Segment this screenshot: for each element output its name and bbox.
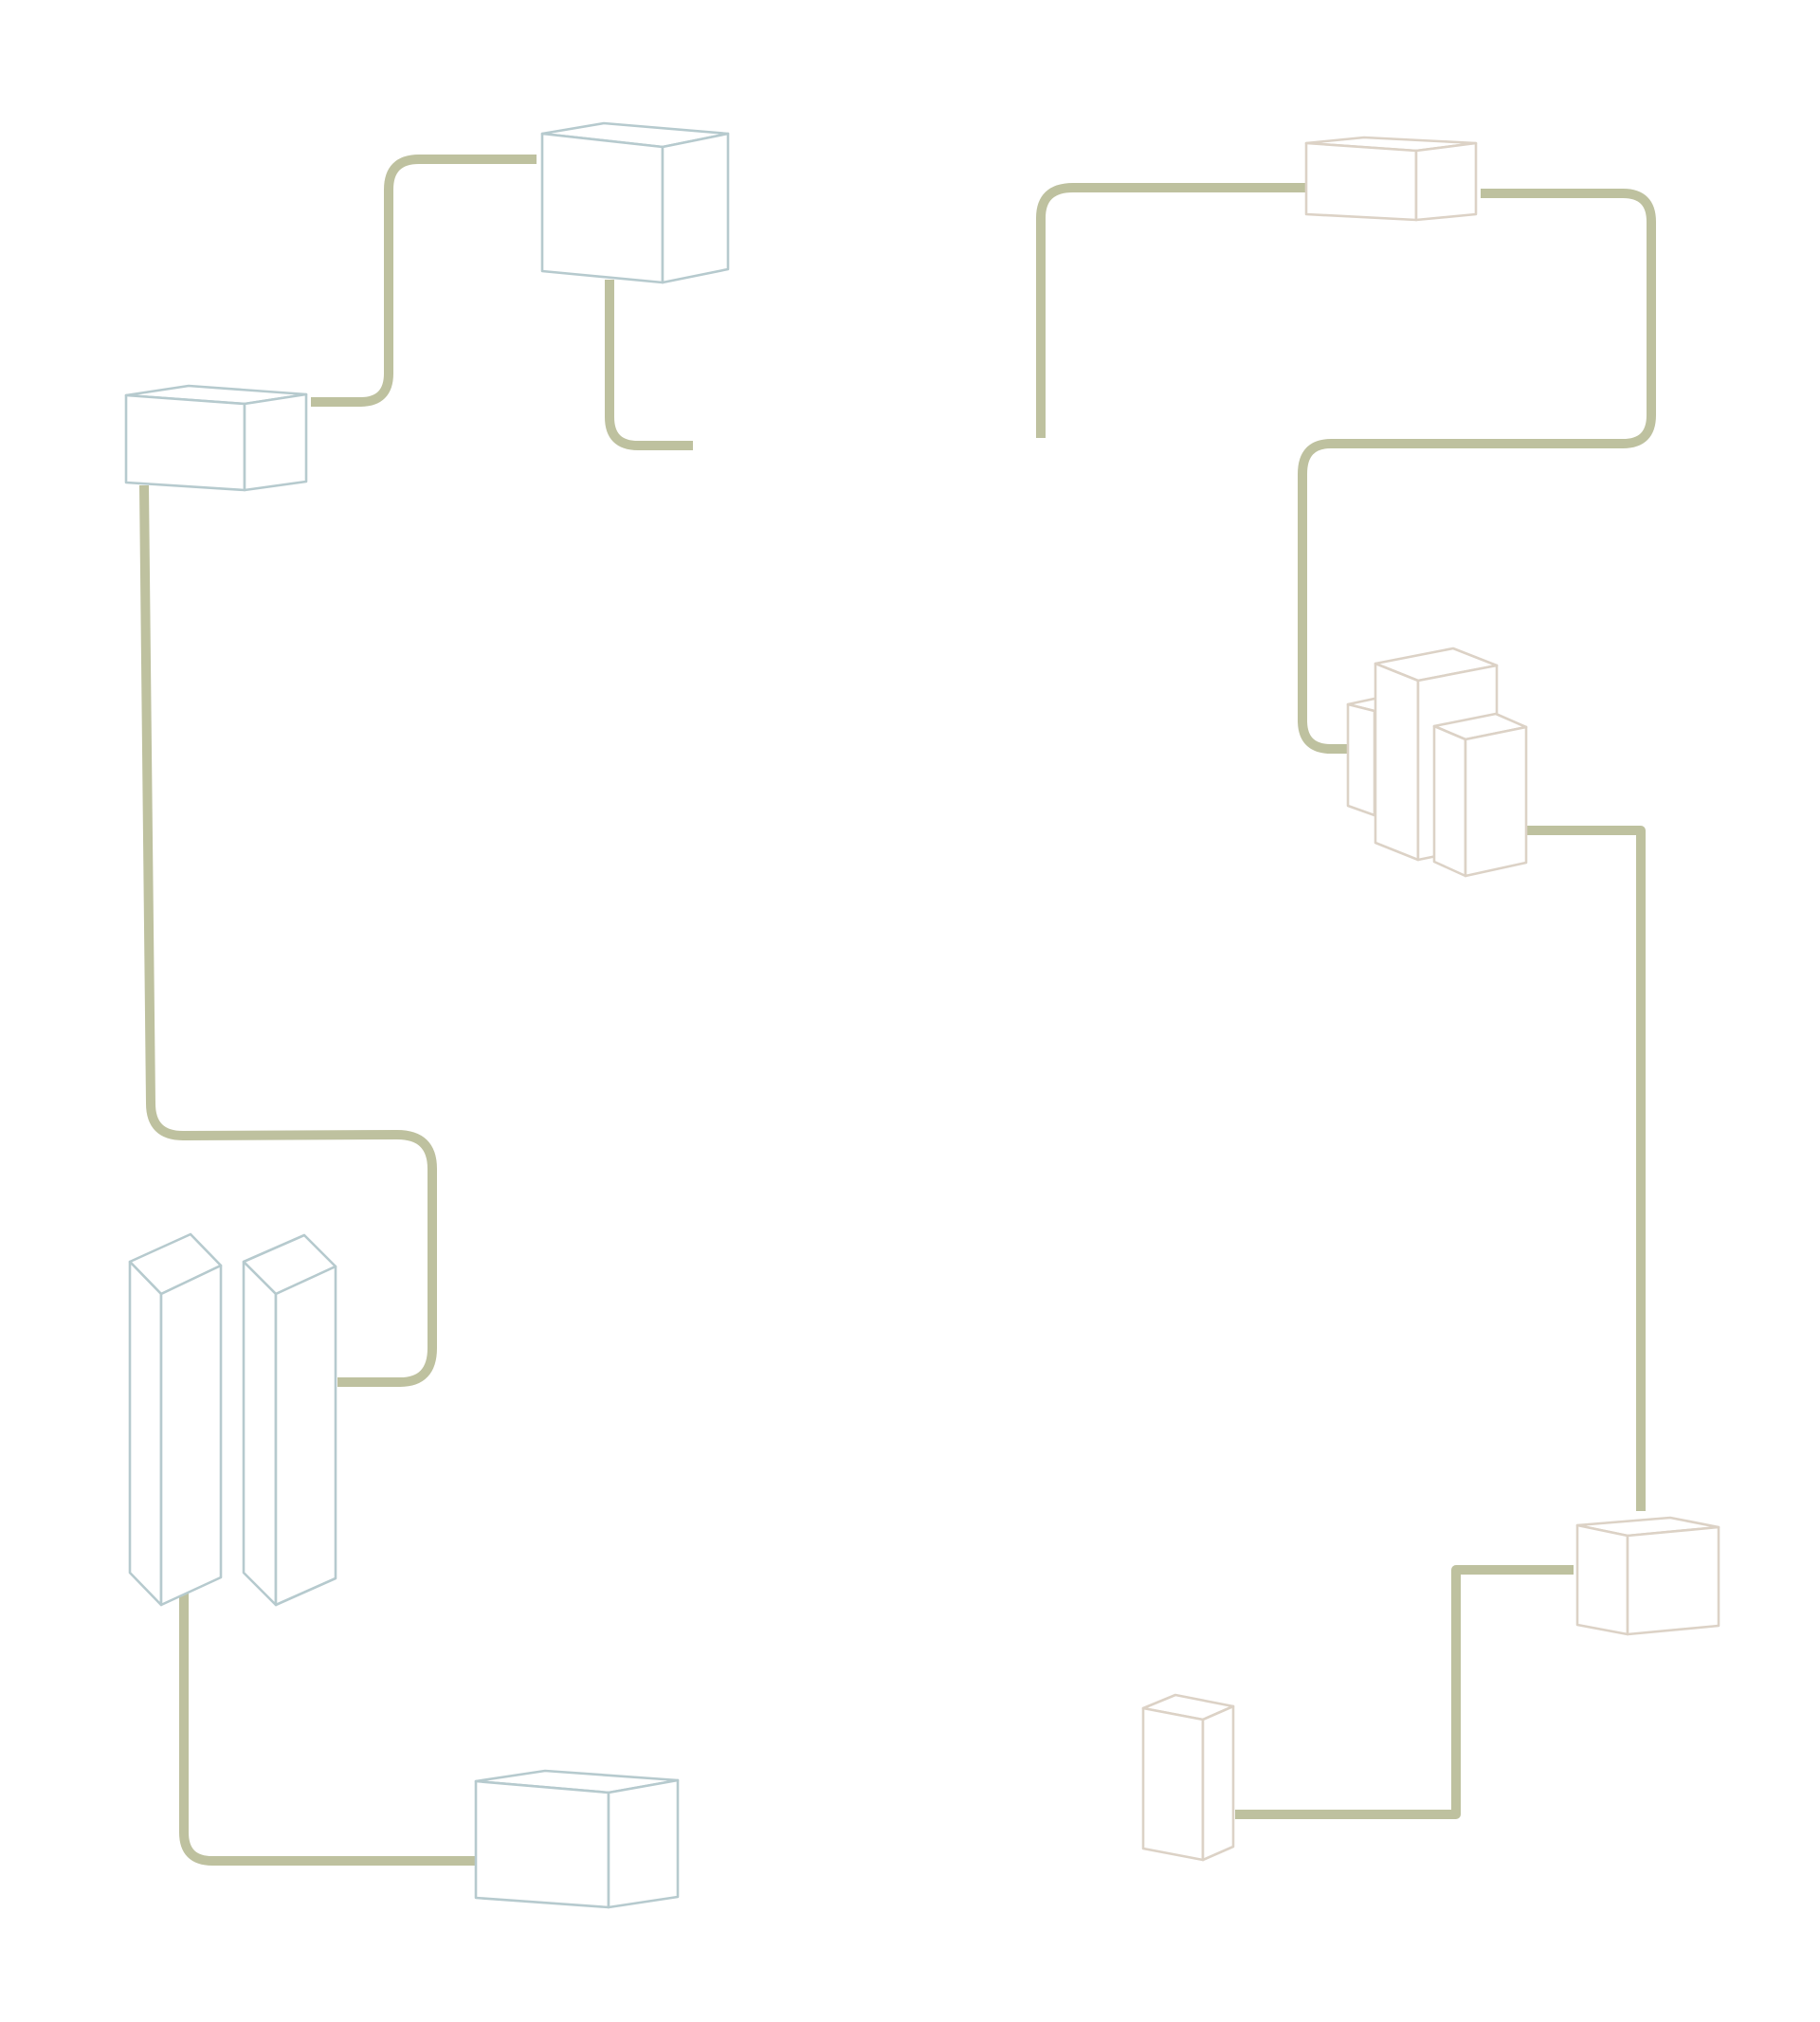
- right-bottom-building: [1141, 1693, 1235, 1862]
- left-top-building: [540, 121, 730, 284]
- right-top-building: [1304, 136, 1478, 222]
- connector-top-left-loop: [311, 155, 537, 407]
- connector-right-long: [1524, 826, 1646, 1511]
- left-bottom-building: [474, 1769, 680, 1909]
- right-lower-building: [1575, 1516, 1720, 1636]
- connector-bottom-right: [1235, 1565, 1574, 1819]
- left-buildings: [124, 121, 730, 1909]
- connector-left-long: [139, 484, 437, 1387]
- right-buildings: [1141, 136, 1720, 1862]
- connector-top-stub: [605, 280, 693, 450]
- left-upper-building: [124, 384, 308, 492]
- left-tower-1: [128, 1232, 223, 1607]
- right-building-cluster: [1346, 647, 1528, 878]
- connector-bottom-left: [179, 1593, 476, 1866]
- connector-top-right-left: [1036, 183, 1306, 438]
- right-connectors: [1036, 183, 1656, 1819]
- connector-top-right-loop: [1298, 189, 1656, 754]
- left-connectors: [139, 155, 693, 1866]
- left-tower-2: [242, 1233, 337, 1607]
